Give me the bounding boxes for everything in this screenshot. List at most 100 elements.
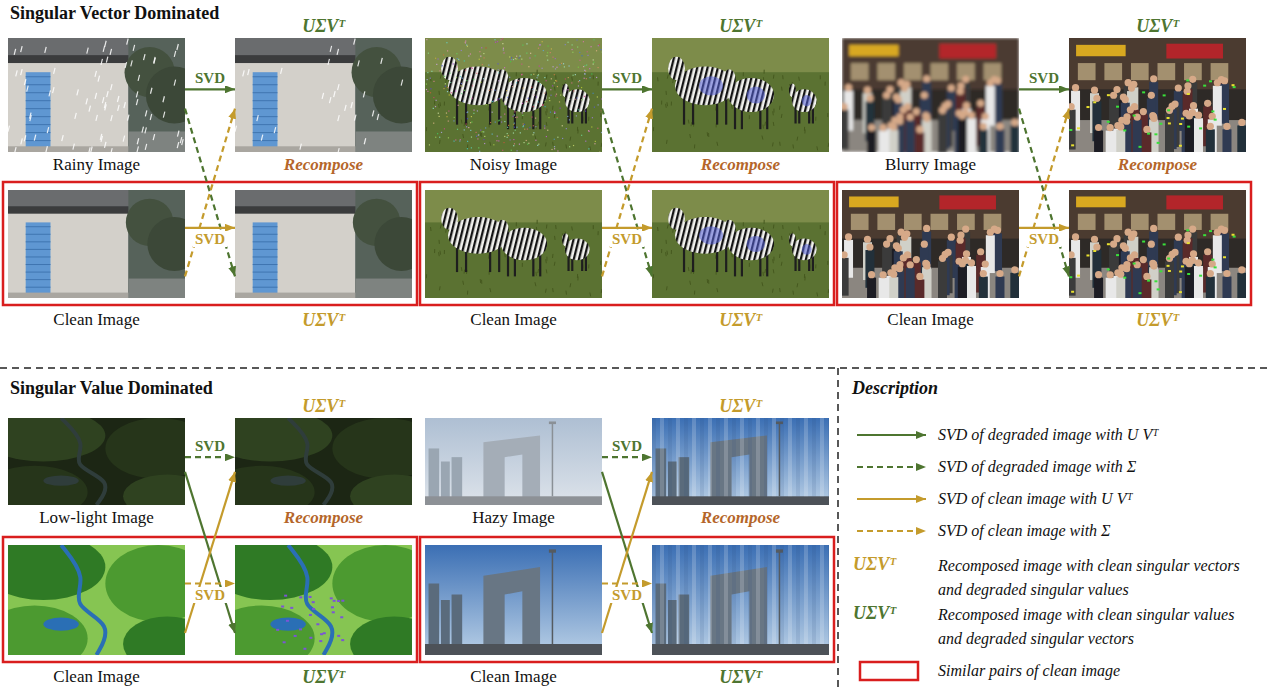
illustration-part bbox=[1238, 119, 1245, 126]
illustration-part bbox=[8, 146, 128, 152]
illustration-part bbox=[531, 116, 532, 117]
illustration-part bbox=[1093, 101, 1096, 103]
svd-arrow bbox=[185, 472, 235, 633]
illustration-part bbox=[235, 545, 332, 600]
illustration-part bbox=[672, 229, 674, 233]
illustration-part bbox=[498, 98, 500, 125]
illustration-part bbox=[538, 144, 539, 145]
edge-label: SVD bbox=[193, 70, 227, 86]
illustration-part bbox=[1077, 127, 1080, 129]
illustration-part bbox=[507, 137, 508, 138]
illustration-part bbox=[128, 131, 185, 152]
illustration-part bbox=[440, 75, 442, 79]
illustration-part bbox=[180, 137, 182, 143]
illustration-part bbox=[478, 134, 479, 135]
illustration-part bbox=[857, 466, 926, 468]
illustration-part bbox=[1107, 94, 1110, 96]
illustration-part bbox=[573, 75, 574, 76]
illustration-part bbox=[1187, 126, 1190, 128]
illustration-part bbox=[533, 95, 534, 96]
illustration-part bbox=[111, 115, 113, 121]
illustration-part bbox=[481, 133, 482, 137]
illustration-part bbox=[447, 87, 448, 88]
illustration-part bbox=[294, 635, 297, 637]
illustration-part bbox=[868, 124, 875, 131]
illustration-part bbox=[521, 64, 522, 65]
edge-label: SVD bbox=[193, 587, 227, 603]
illustration-part bbox=[857, 530, 926, 532]
illustration-part bbox=[539, 44, 540, 45]
illustration-part bbox=[939, 195, 996, 209]
illustration-part bbox=[1209, 260, 1216, 267]
legend-sample bbox=[860, 662, 918, 680]
illustration-part bbox=[994, 227, 1001, 234]
illustration-part bbox=[526, 140, 527, 141]
illustration-part bbox=[428, 53, 429, 54]
illustration-part bbox=[797, 283, 799, 287]
illustration-part bbox=[789, 233, 796, 246]
illustration-part bbox=[110, 49, 112, 55]
image-tile: Hazy Image bbox=[425, 418, 602, 505]
illustration-part bbox=[544, 128, 545, 129]
illustration-part bbox=[150, 88, 152, 94]
illustration-part bbox=[798, 226, 800, 230]
illustration-part bbox=[864, 87, 871, 94]
illustration-part bbox=[708, 133, 709, 137]
illustration-part bbox=[425, 418, 602, 505]
illustration-part bbox=[154, 57, 156, 63]
illustration-part bbox=[1010, 273, 1019, 298]
illustration-part bbox=[15, 147, 17, 152]
svd-arrow bbox=[185, 109, 235, 277]
illustration-part bbox=[572, 52, 573, 53]
illustration-part bbox=[708, 418, 712, 496]
illustration-part bbox=[1211, 259, 1214, 261]
illustration-part bbox=[671, 250, 672, 254]
illustration-part bbox=[515, 117, 516, 118]
illustration-part bbox=[1142, 91, 1145, 93]
illustration-part bbox=[699, 76, 723, 95]
illustration-part bbox=[441, 208, 458, 230]
illustration-part bbox=[895, 245, 902, 252]
illustration-part bbox=[842, 103, 848, 110]
illustration-part bbox=[426, 274, 427, 278]
illustration-part bbox=[509, 77, 510, 78]
illustration-part bbox=[571, 82, 572, 83]
illustration-part bbox=[467, 112, 468, 113]
svd-arrow bbox=[1019, 227, 1069, 229]
illustration-part bbox=[1077, 275, 1080, 277]
illustration-part bbox=[555, 95, 556, 96]
illustration-part bbox=[438, 113, 439, 114]
illustration-part bbox=[546, 109, 547, 113]
illustration-part bbox=[773, 257, 774, 261]
svd-arrow bbox=[185, 472, 235, 633]
illustration-part bbox=[456, 66, 457, 67]
illustration-part bbox=[979, 129, 988, 152]
illustration-part bbox=[1163, 94, 1166, 96]
illustration-part bbox=[559, 64, 560, 65]
illustration-part bbox=[764, 220, 765, 224]
illustration-part bbox=[123, 475, 185, 505]
illustration-part bbox=[653, 274, 654, 278]
illustration-part bbox=[341, 639, 344, 641]
illustration-part bbox=[338, 148, 340, 152]
illustration-part bbox=[671, 102, 672, 106]
illustration-part bbox=[1134, 261, 1141, 268]
illustration-part bbox=[438, 252, 440, 256]
illustration-part bbox=[552, 57, 553, 58]
illustration-part bbox=[982, 260, 989, 267]
illustration-part bbox=[504, 114, 505, 115]
illustration-part bbox=[571, 226, 573, 230]
svd-arrow bbox=[602, 456, 652, 458]
illustration-part bbox=[479, 151, 480, 152]
illustration-part bbox=[426, 127, 427, 131]
illustration-part bbox=[1179, 123, 1182, 125]
illustration-part bbox=[694, 144, 695, 148]
illustration-part bbox=[462, 101, 463, 102]
illustration-part bbox=[8, 63, 128, 152]
illustration-part bbox=[982, 113, 989, 120]
illustration-part bbox=[560, 108, 561, 109]
illustration-part bbox=[1142, 241, 1145, 243]
illustration-part bbox=[1142, 132, 1151, 152]
illustration-part bbox=[1116, 106, 1119, 108]
similar-pair-box bbox=[420, 182, 834, 305]
